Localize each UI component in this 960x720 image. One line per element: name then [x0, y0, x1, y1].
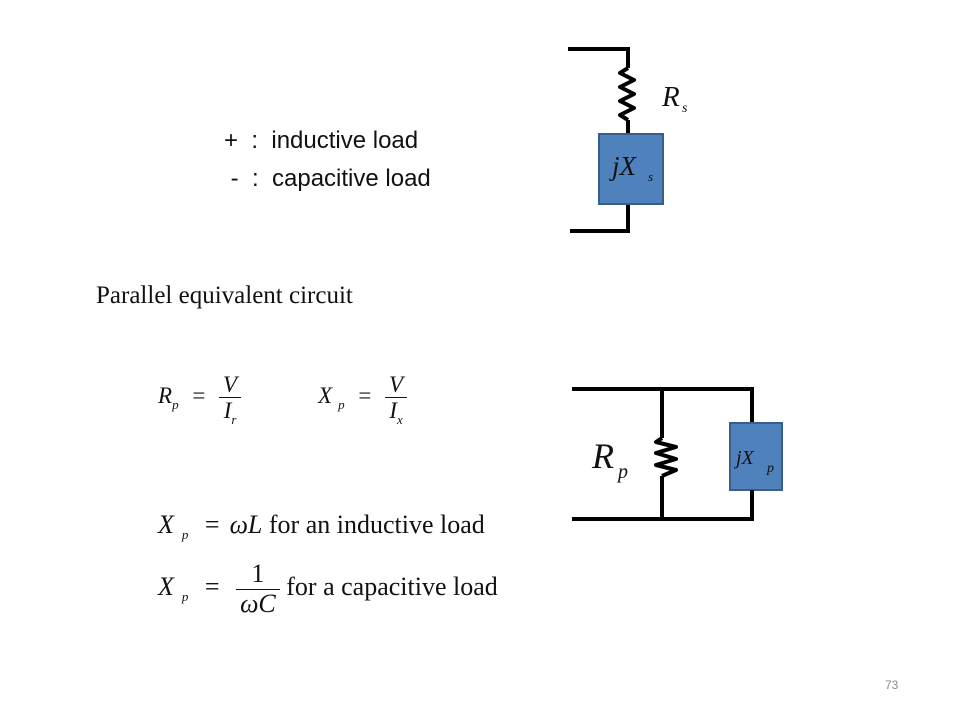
- rp-denominator-sub: r: [231, 412, 237, 428]
- series-reactance-box: [598, 133, 664, 205]
- parallel-top-wire: [572, 387, 754, 422]
- series-resistor-label: R: [661, 81, 680, 113]
- section-heading: Parallel equivalent circuit: [96, 282, 353, 309]
- rp-fraction-bar: [219, 397, 242, 399]
- parallel-reactance-label: jX: [733, 447, 755, 469]
- inductive-equals: =: [204, 510, 220, 539]
- capacitive-lhs: X: [158, 572, 174, 602]
- legend-capacitive: - : capacitive load: [224, 165, 431, 192]
- parallel-bottom-wire: [572, 490, 754, 521]
- xp-fraction-bar: [385, 397, 408, 399]
- xp-numerator: V: [389, 372, 404, 397]
- capacitive-equals: =: [204, 572, 220, 602]
- series-reactance-label: jX: [609, 151, 638, 181]
- capacitive-denominator: ωC: [240, 588, 276, 618]
- series-reactance-sub: s: [648, 169, 653, 184]
- parallel-resistor-sub: p: [616, 461, 628, 483]
- parallel-reactance-sub: p: [766, 461, 774, 476]
- xp-equals: =: [358, 383, 372, 409]
- capacitive-numerator: 1: [251, 559, 265, 588]
- rp-lhs: R: [158, 383, 173, 409]
- capacitive-fraction-bar: [236, 588, 280, 590]
- inductive-lhs-sub: p: [181, 527, 189, 542]
- xp-lhs: X: [318, 383, 333, 409]
- legend-inductive: + : inductive load: [224, 127, 419, 154]
- page-number: 73: [885, 678, 899, 692]
- capacitive-lhs-sub: p: [181, 589, 189, 605]
- rp-lhs-sub: p: [172, 397, 179, 413]
- xp-denominator: I: [389, 398, 398, 424]
- xp-lhs-sub: p: [338, 397, 345, 413]
- rp-equals: =: [192, 383, 206, 409]
- parallel-circuit-diagram: R p jX p: [572, 387, 783, 521]
- capacitive-text: for a capacitive load: [279, 572, 498, 602]
- parallel-resistor: [654, 436, 678, 478]
- series-resistor: [618, 66, 636, 122]
- xp-fraction: V Ix: [385, 372, 408, 428]
- series-bottom-wire: [570, 205, 630, 233]
- rp-denominator: I: [223, 398, 232, 424]
- capacitive-fraction: 1 ωC: [236, 559, 280, 618]
- rp-equation: Rp = V Ir: [158, 372, 242, 428]
- series-resistor-sub: s: [682, 101, 688, 116]
- inductive-rhs: ωL: [229, 510, 263, 539]
- parallel-reactance-box: [729, 422, 783, 491]
- parallel-resistor-label: R: [591, 436, 614, 476]
- rp-numerator: V: [223, 372, 238, 397]
- inductive-lhs: X: [158, 510, 174, 539]
- series-top-wire: [568, 47, 630, 68]
- series-circuit-diagram: R s jX s: [568, 47, 688, 233]
- xp-denominator-sub: x: [397, 412, 403, 428]
- inductive-text: for an inductive load: [262, 510, 485, 539]
- rp-fraction: V Ir: [219, 372, 242, 428]
